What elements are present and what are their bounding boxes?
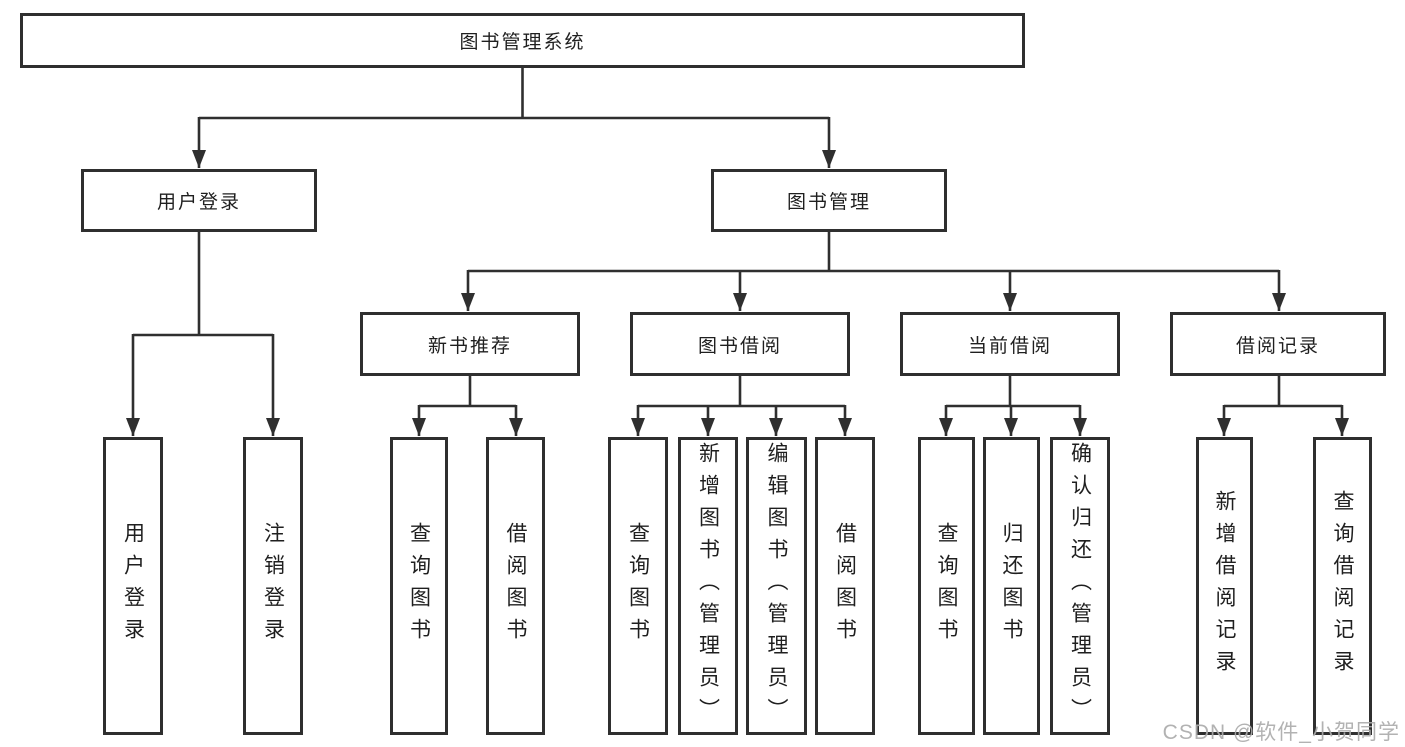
leaf-nbr-borrow-book: 借阅图书 [486,437,545,735]
leaf-logout: 注销登录 [243,437,303,735]
node-root-label: 图书管理系统 [459,32,586,53]
leaf-cb-return-book-label: 归还图书 [1000,522,1023,650]
leaf-bb-edit-book-admin-label: 编辑图书（管理员） [765,442,788,730]
node-book-management: 图书管理 [711,169,947,232]
leaf-cb-confirm-return-admin-label: 确认归还（管理员） [1068,442,1092,730]
leaf-br-query-record-label: 查询借阅记录 [1331,490,1354,682]
leaf-bb-query-book-label: 查询图书 [626,522,650,650]
node-book-borrow-label: 图书借阅 [697,335,782,357]
csdn-watermark: CSDN @软件_小贺同学 [1162,721,1400,744]
node-new-book-recommend-label: 新书推荐 [427,335,512,357]
leaf-bb-edit-book-admin: 编辑图书（管理员） [746,437,807,735]
node-book-borrow: 图书借阅 [630,312,850,376]
leaf-cb-query-book: 查询图书 [918,437,975,735]
node-user-login-label: 用户登录 [156,192,241,213]
leaf-bb-add-book-admin: 新增图书（管理员） [678,437,738,735]
leaf-nbr-query-book: 查询图书 [390,437,448,735]
leaf-br-add-record: 新增借阅记录 [1196,437,1253,735]
leaf-br-query-record: 查询借阅记录 [1313,437,1372,735]
node-book-management-label: 图书管理 [786,192,871,213]
leaf-user-login-label: 用户登录 [121,522,145,650]
leaf-logout-label: 注销登录 [261,522,285,650]
node-current-borrow: 当前借阅 [900,312,1120,376]
leaf-bb-query-book: 查询图书 [608,437,668,735]
node-user-login: 用户登录 [81,169,317,232]
leaf-nbr-borrow-book-label: 借阅图书 [504,522,527,650]
node-borrow-record-label: 借阅记录 [1235,335,1320,357]
leaf-cb-return-book: 归还图书 [983,437,1040,735]
leaf-user-login: 用户登录 [103,437,163,735]
leaf-cb-query-book-label: 查询图书 [935,522,958,650]
leaf-cb-confirm-return-admin: 确认归还（管理员） [1050,437,1110,735]
node-borrow-record: 借阅记录 [1170,312,1386,376]
node-current-borrow-label: 当前借阅 [967,335,1052,357]
leaf-bb-borrow-book-label: 借阅图书 [833,522,857,650]
leaf-bb-borrow-book: 借阅图书 [815,437,875,735]
node-root: 图书管理系统 [20,13,1025,68]
node-new-book-recommend: 新书推荐 [360,312,580,376]
leaf-bb-add-book-admin-label: 新增图书（管理员） [696,442,720,730]
leaf-nbr-query-book-label: 查询图书 [407,522,431,650]
leaf-br-add-record-label: 新增借阅记录 [1213,490,1236,682]
